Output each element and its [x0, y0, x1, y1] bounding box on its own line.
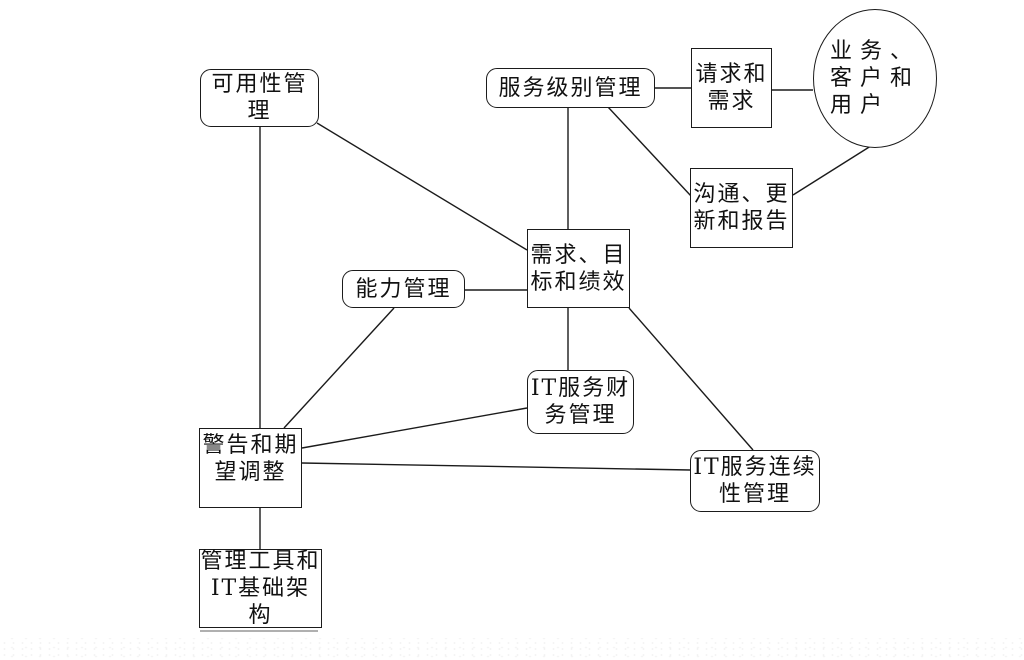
connector-line-financial-alerts: [301, 407, 528, 449]
connector-line-service_level-comms: [607, 106, 692, 197]
node-label: 请求和 需求: [695, 62, 768, 114]
connector-line-availability-requirements: [316, 122, 528, 251]
node-label: IT服务连续 性管理: [693, 455, 817, 507]
node-label: 能力管理: [355, 276, 452, 302]
node-label: 警告和期 望调整: [202, 433, 299, 485]
node-it-service-financial-management: IT服务财 务管理: [527, 370, 634, 434]
node-service-level-management: 服务级别管理: [486, 68, 655, 108]
node-label: 需求、目 标和绩效: [530, 242, 627, 295]
node-business-customers-users: 业务、 客户和 用户: [813, 9, 937, 148]
node-availability-management: 可用性管 理: [200, 69, 319, 127]
node-label: 服务级别管理: [498, 75, 643, 101]
node-communication-updates-reports: 沟通、更 新和报告: [690, 168, 793, 248]
scan-artifact-line: [200, 630, 318, 632]
node-capacity-management: 能力管理: [342, 270, 465, 308]
node-label: 业务、 客户和 用户: [830, 39, 921, 118]
node-alerts-expectation-adjustment: 警告和期 望调整: [199, 428, 302, 508]
node-label: 沟通、更 新和报告: [693, 182, 790, 234]
node-management-tools-it-infrastructure: 管理工具和 IT基础架构: [199, 549, 322, 628]
node-requirements-targets-performance: 需求、目 标和绩效: [527, 229, 630, 308]
connector-line-requirements-continuity: [628, 307, 754, 451]
node-it-service-continuity-management: IT服务连续 性管理: [690, 450, 820, 512]
node-label: IT服务财 务管理: [530, 376, 631, 428]
scan-noise-band: [0, 638, 1024, 660]
node-requests-and-requirements: 请求和 需求: [691, 48, 772, 128]
node-label: 可用性管 理: [211, 72, 308, 124]
node-label: 管理工具和 IT基础架构: [200, 549, 321, 628]
connector-line-comms-business: [792, 143, 875, 196]
connector-line-capacity-alerts: [283, 307, 395, 429]
connector-line-alerts-continuity: [301, 462, 691, 471]
